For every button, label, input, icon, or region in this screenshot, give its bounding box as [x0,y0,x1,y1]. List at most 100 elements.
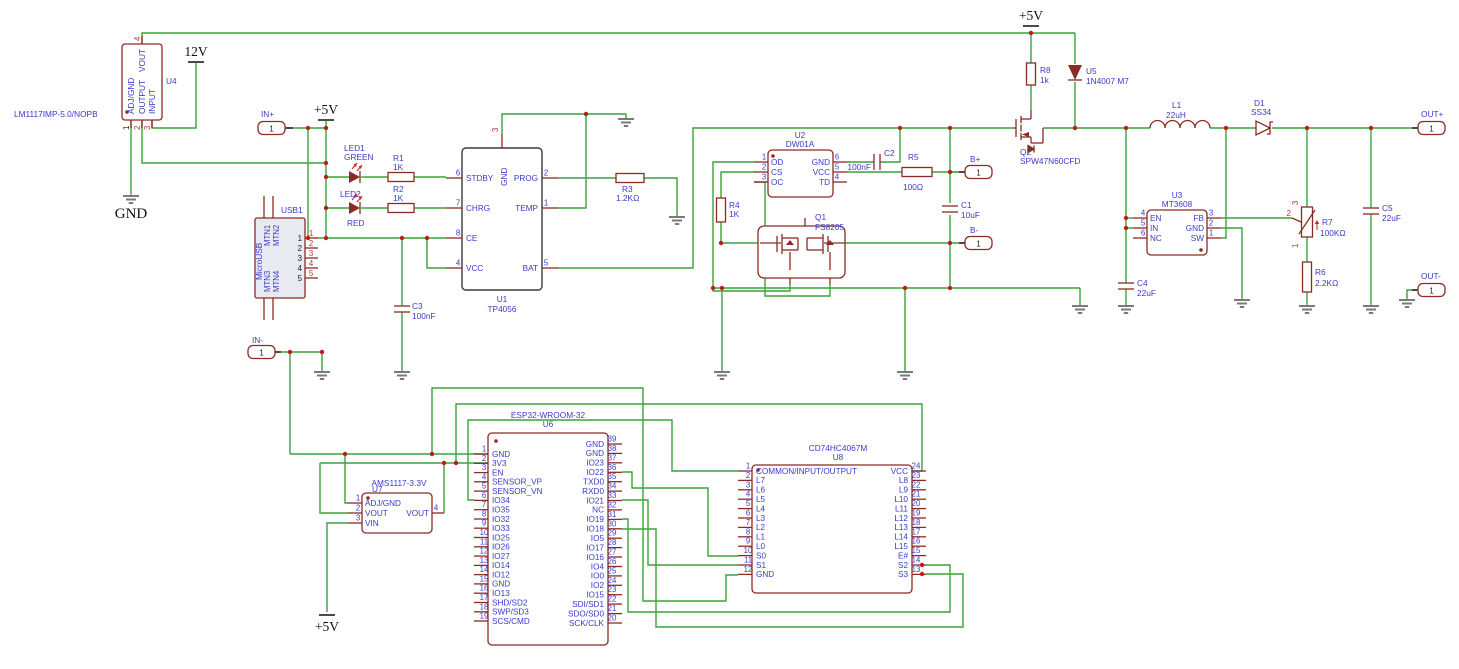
u6-pin-name-SENSOR_VN: SENSOR_VN [492,487,543,496]
r7-pin2: 2 [1287,209,1291,218]
u8-pin-name-L8: L8 [899,476,909,485]
u3-pin-name-FB: FB [1194,214,1205,223]
u2-pin-num-1: 1 [762,153,766,162]
u3-pin-name-NC: NC [1150,234,1162,243]
c1-ref: C1 [961,200,972,210]
u6-pin-name-IO16: IO16 [586,553,604,562]
u6-pin-name-IO35: IO35 [492,506,510,515]
u6-pin-num-17: 17 [480,593,489,602]
u4-num-3: 3 [143,126,152,130]
wires [130,32,1418,628]
u1-pin-name-CE: CE [466,234,478,243]
u6-pin-num-30: 30 [608,519,617,528]
u8-pin-num-22: 22 [912,480,921,489]
u8-pin-num-6: 6 [746,509,750,518]
u8-pin-num-13: 13 [912,565,921,574]
q1-value: FS8205 [815,222,844,232]
u1-pin-name-CHRG: CHRG [466,204,490,213]
u6-pin-name-GND: GND [492,580,510,589]
u8-pin-name-GND: GND [756,570,774,579]
component-r3: R3 1.2KΩ [615,172,645,203]
usb1-mtn1: MTN1 [263,225,272,246]
junction-dot [424,235,430,241]
u4-pin-vout: VOUT [137,49,147,72]
junction-dots [287,30,1374,577]
c3-ref: C3 [412,301,423,311]
u6-pin-num-37: 37 [608,453,617,462]
u6-pin-num-20: 20 [608,614,617,623]
u6-pin-name-IO12: IO12 [492,570,510,579]
u8-pin-name-L9: L9 [899,486,909,495]
out-plus-label: OUT+ [1421,109,1444,119]
u8-pin-name-E#: E# [898,551,908,560]
u6-pin-num-6: 6 [482,491,486,500]
u7-pin-num-1: 1 [356,494,360,503]
u8-pin-name-L4: L4 [756,504,766,513]
u4-pin-output: OUTPUT [137,80,147,114]
u6-pin-num-34: 34 [608,482,617,491]
junction-dot [919,562,925,568]
u8-pin-num-24: 24 [912,462,921,471]
u2-ref: U2 [795,130,806,140]
u6-pin-name-SWP/SD3: SWP/SD3 [492,608,529,617]
led2-value: RED [347,218,365,228]
r3-ref: R3 [622,184,633,194]
u6-pin-num-11: 11 [480,537,488,546]
junction-dot [583,111,589,117]
u8-pin-name-L11: L11 [895,504,908,513]
junction-dot [947,285,953,291]
u6-pin-num-26: 26 [608,557,617,566]
junction-dot [1123,215,1129,221]
u6-pin-name-SDI/SD1: SDI/SD1 [572,600,604,609]
r7-pin3: 3 [1291,201,1300,205]
u1-pin-name-TEMP: TEMP [515,204,538,213]
u8-pin-name-L13: L13 [894,523,908,532]
junction-dot [429,451,435,457]
u8-pin-name-L12: L12 [894,514,908,523]
u6-pin-name-IO33: IO33 [492,524,510,533]
u4-num-4: 4 [133,36,142,41]
u6-pin-name-IO34: IO34 [492,496,510,505]
component-r2: R2 1K [387,184,415,214]
u8-pin-name-L15: L15 [894,542,908,551]
led1-ref: LED1 [344,143,365,153]
component-r4: R4 1K [715,197,740,223]
u1-pin-gnd: GND [499,168,509,186]
u6-pin-name-TXD0: TXD0 [583,478,604,487]
u8-pin-num-11: 11 [744,556,752,565]
u6-value: ESP32-WROOM-32 [511,410,586,420]
junction-dot [1123,125,1129,131]
u6-pin-num-10: 10 [480,528,489,537]
out-minus-label: OUT- [1421,271,1441,281]
u8-pin-name-S3: S3 [898,570,908,579]
u6-pin-num-39: 39 [608,435,617,444]
u8-pin-num-19: 19 [912,509,921,518]
r8-ref: R8 [1040,65,1051,75]
u8-pin-num-12: 12 [744,565,753,574]
u8-pin-num-14: 14 [912,556,921,565]
u2-pin-num-3: 3 [762,173,766,182]
junction-dot [323,160,329,166]
component-c1: C1 10uF [942,200,980,220]
u3-pin-num-5: 5 [1141,219,1146,228]
connector-out-minus: 1 OUT- [1412,271,1446,298]
in-minus-pin: 1 [259,349,263,358]
junction-dot [1028,30,1034,36]
usb1-n1: 1 [298,234,302,243]
u8-pin-name-L3: L3 [756,514,766,523]
r3-value: 1.2KΩ [616,193,639,203]
c4-ref: C4 [1137,278,1148,288]
l1-ref: L1 [1172,100,1182,110]
u4-num-2: 2 [133,126,142,130]
u6-pin-num-3: 3 [482,463,486,472]
c4-value: 22uF [1137,288,1156,298]
junction-dot [305,125,311,131]
junction-dot [323,174,329,180]
u8-pin-num-5: 5 [746,499,751,508]
u8-pin-name-S1: S1 [756,561,766,570]
u6-pin-num-4: 4 [482,472,487,481]
u1-pin-name-BAT: BAT [523,264,538,273]
u8-pin-num-3: 3 [746,480,750,489]
u6-ref: U6 [543,419,554,429]
junction-dot [287,349,293,355]
